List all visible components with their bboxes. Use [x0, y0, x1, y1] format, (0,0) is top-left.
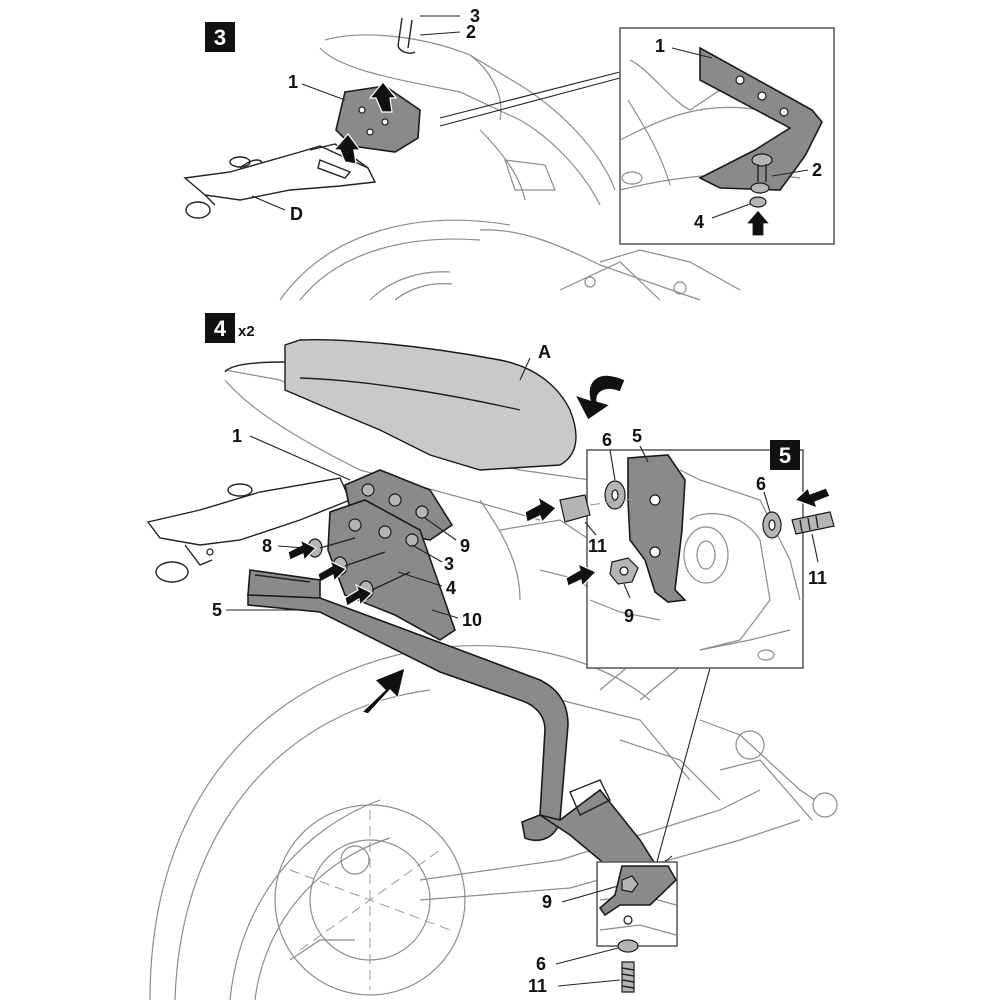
label-part-6: 6 — [536, 954, 546, 974]
inset-rack-plate-part-5 — [627, 454, 687, 603]
up-arrow — [332, 133, 362, 165]
seat-part-A — [284, 338, 577, 471]
step-5-number: 5 — [779, 443, 791, 468]
push-arrow — [287, 538, 318, 562]
label-part-10: 10 — [462, 610, 482, 630]
push-arrow — [317, 559, 348, 583]
up-arrow — [744, 209, 772, 237]
inset-label-part-11: 11 — [588, 536, 607, 556]
push-arrow — [524, 495, 557, 524]
push-arrow — [793, 486, 831, 509]
push-arrow — [565, 562, 598, 588]
label-part-5: 5 — [212, 600, 222, 620]
label-part-9: 9 — [542, 892, 552, 912]
screw-part-3 — [407, 19, 413, 49]
inset-nut — [749, 196, 767, 208]
nut-part-9 — [621, 875, 639, 893]
bottom-mount-detail: 9 6 11 — [528, 861, 678, 996]
washer-part-6 — [617, 939, 639, 953]
mounting-plate-part-1 — [335, 85, 421, 153]
label-part-D: D — [290, 204, 303, 224]
plate-hole — [366, 128, 374, 136]
plate-hole — [358, 106, 366, 114]
tail-light-bracket-step-4 — [146, 477, 351, 583]
label-part-1: 1 — [288, 72, 298, 92]
step-3-panel: 3 — [183, 6, 835, 301]
inset-label-part-4: 4 — [694, 212, 704, 232]
inset-label-part-11: 11 — [808, 568, 827, 588]
inset-screw-head — [751, 153, 773, 167]
step-4-badge — [205, 313, 235, 343]
screw-part-3 — [397, 17, 403, 47]
inset-connector — [439, 77, 621, 127]
step-5-detail-inset: 5 6 5 6 11 11 — [524, 426, 835, 669]
rack-lower-tab — [598, 865, 678, 917]
inset-label-part-6: 6 — [756, 474, 766, 494]
inset-connector — [439, 71, 621, 119]
label-part-9: 9 — [460, 536, 470, 556]
step-4-number: 4 — [214, 316, 227, 341]
label-part-A: A — [538, 342, 551, 362]
label-part-3: 3 — [470, 6, 480, 26]
step-3-motorcycle-sketch — [279, 34, 741, 301]
spacer — [559, 494, 591, 523]
step-3-badge — [205, 22, 235, 52]
push-arrow — [344, 583, 374, 607]
label-part-3: 3 — [444, 554, 454, 574]
up-arrow — [368, 81, 398, 113]
rack-direction-arrow — [360, 667, 406, 715]
inset-mounting-plate-part-1 — [698, 46, 823, 191]
inset-label-part-9: 9 — [624, 606, 634, 626]
inset-label-part-2: 2 — [812, 160, 822, 180]
inset-connector — [651, 667, 711, 881]
plate-hole — [381, 118, 389, 126]
label-part-8: 8 — [262, 536, 272, 556]
step-5-badge — [770, 440, 800, 470]
inset-label-part-6: 6 — [602, 430, 612, 450]
inset-washer — [750, 182, 770, 194]
label-part-1: 1 — [232, 426, 242, 446]
label-part-11: 11 — [528, 976, 547, 996]
inset-label-part-5: 5 — [632, 426, 642, 446]
bolt-part-11 — [791, 511, 835, 535]
step-4-multiplier: x2 — [238, 323, 255, 340]
inset-label-part-1: 1 — [655, 36, 665, 56]
label-part-4: 4 — [446, 578, 456, 598]
step-3-number: 3 — [214, 25, 226, 50]
label-part-2: 2 — [466, 22, 476, 42]
rotate-arrow — [573, 374, 626, 421]
tail-light-bracket — [183, 143, 377, 219]
step-3-detail-inset: 1 2 4 — [619, 27, 835, 245]
